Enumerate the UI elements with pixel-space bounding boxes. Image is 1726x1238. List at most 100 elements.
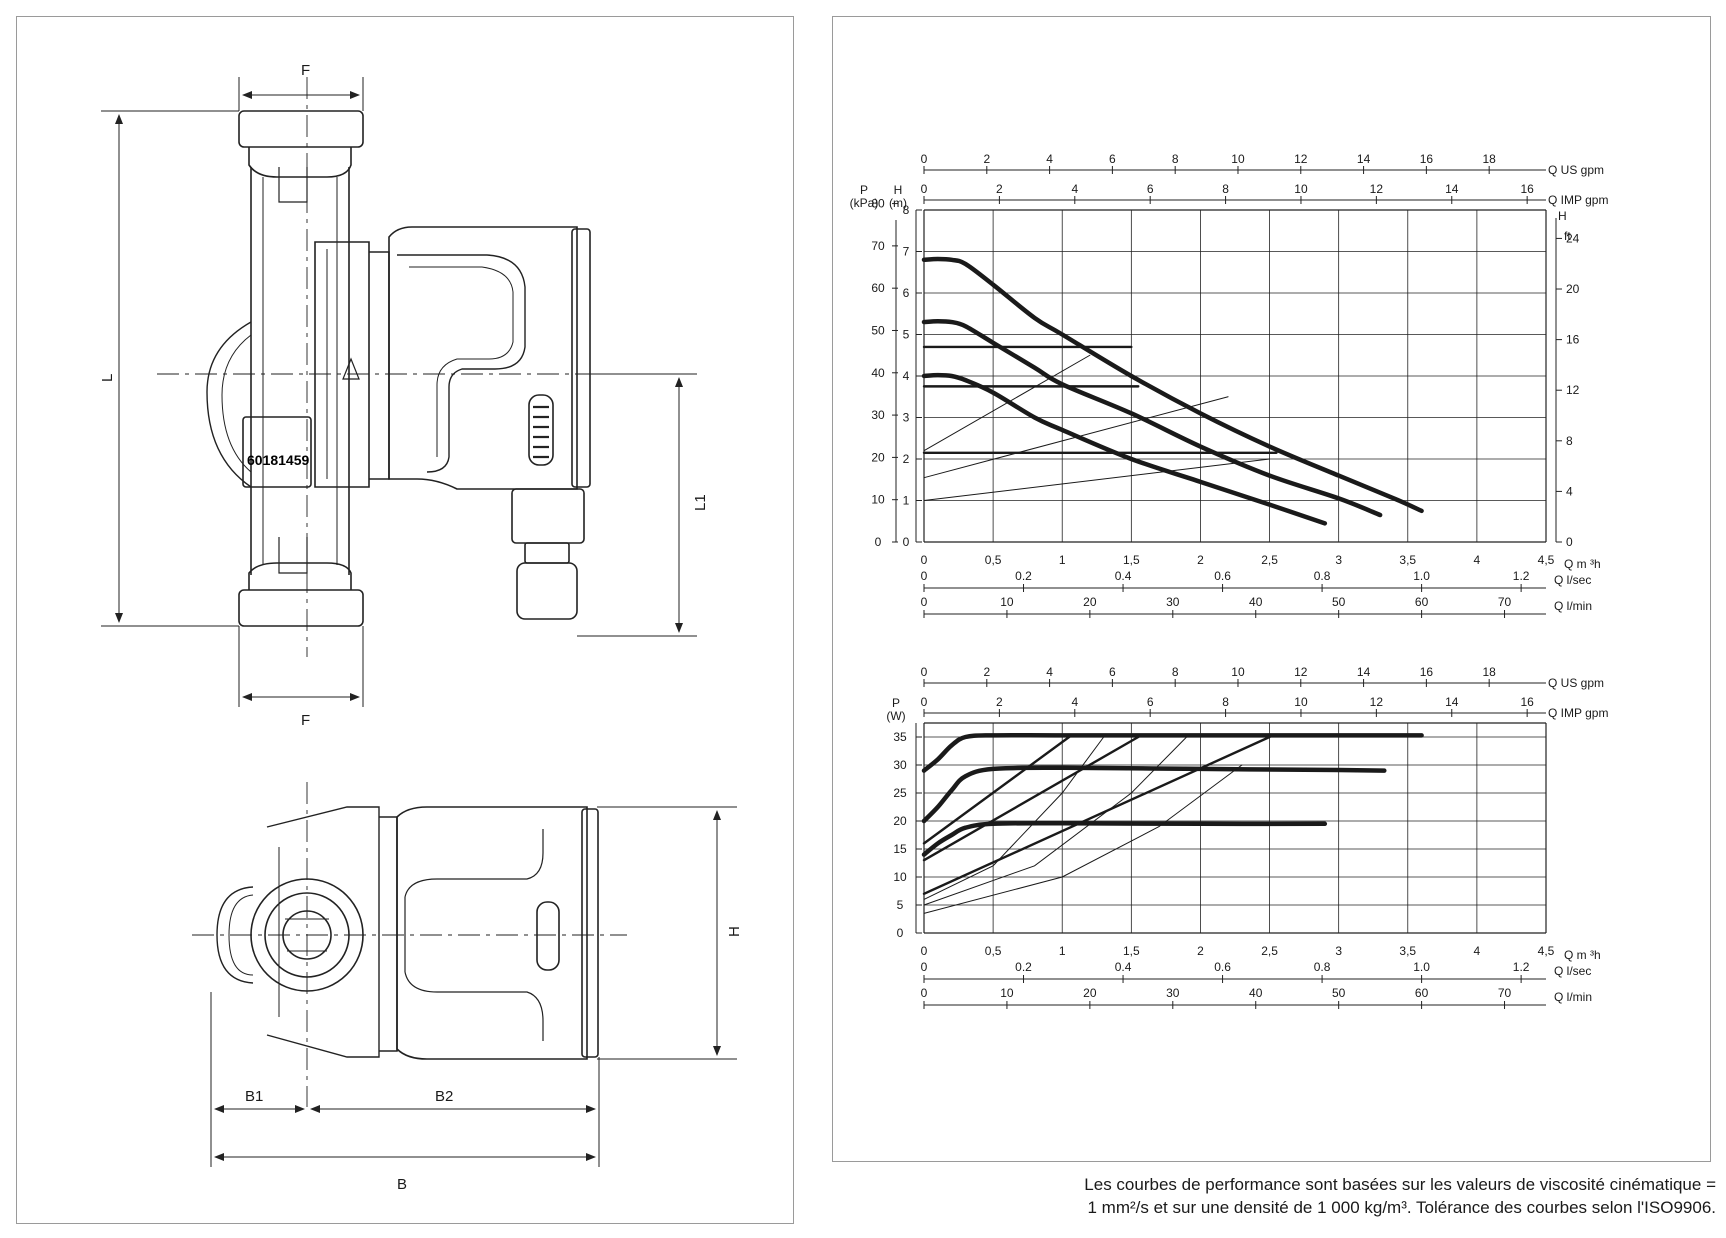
y-tick-label-kpa: 0 xyxy=(875,535,882,549)
scale-tick-label: 0.4 xyxy=(1115,569,1132,583)
caption-line-1: Les courbes de performance sont basées s… xyxy=(1084,1175,1716,1194)
y-tick-label-m: 3 xyxy=(903,411,910,425)
scale-tick-label: 1.0 xyxy=(1413,569,1430,583)
scale-tick-label: 14 xyxy=(1357,152,1371,166)
scale-tick-label: 50 xyxy=(1332,986,1346,1000)
scale-tick-label: 0.2 xyxy=(1015,960,1032,974)
pump-drawing: F F L L1 H B1 B2 B 60181459 xyxy=(99,62,743,1193)
series-line-proportional xyxy=(923,764,1243,914)
y-tick-label-ft: 24 xyxy=(1566,231,1580,245)
scale-tick-label: 0 xyxy=(921,960,928,974)
scale-tick-label: 8 xyxy=(1222,182,1229,196)
scale-label: Q l/min xyxy=(1554,990,1592,1004)
x-tick-label: 1 xyxy=(1059,553,1066,567)
dim-label-h: H xyxy=(726,926,743,937)
series-line-curve xyxy=(921,765,1387,824)
series-line-constant xyxy=(922,735,1271,895)
scale-tick-label: 10 xyxy=(1294,695,1308,709)
dim-label-l: L xyxy=(99,374,116,382)
scale-tick-label: 0 xyxy=(921,695,928,709)
scale-tick-label: 1.2 xyxy=(1513,569,1530,583)
scale-tick-label: 16 xyxy=(1420,665,1434,679)
scale-tick-label: 1.0 xyxy=(1413,960,1430,974)
scale-tick-label: 12 xyxy=(1294,665,1308,679)
part-number: 60181459 xyxy=(247,452,310,468)
x-axis-label: Q m ³h xyxy=(1564,948,1601,962)
dim-label-b: B xyxy=(397,1176,407,1193)
y-axis-label-h: H xyxy=(894,183,903,197)
scale-tick-label: 0 xyxy=(921,152,928,166)
scale-tick-label: 0 xyxy=(921,182,928,196)
scale-tick-label: 0.8 xyxy=(1314,960,1331,974)
x-tick-label: 1,5 xyxy=(1123,944,1140,958)
scale-tick-label: 8 xyxy=(1172,665,1179,679)
scale-tick-label: 4 xyxy=(1046,665,1053,679)
y-tick-label-w: 20 xyxy=(893,814,907,828)
y-tick-label-m: 4 xyxy=(903,369,910,383)
y-axis-label-h-ft: H xyxy=(1558,209,1567,223)
y-tick-label-kpa: 70 xyxy=(871,239,885,253)
y-tick-label-kpa: 80 xyxy=(871,197,885,211)
scale-tick-label: 60 xyxy=(1415,986,1429,1000)
y-tick-label-m: 5 xyxy=(903,328,910,342)
x-tick-label: 2,5 xyxy=(1261,553,1278,567)
caption: Les courbes de performance sont basées s… xyxy=(816,1173,1716,1219)
y-tick-label-w: 5 xyxy=(897,898,904,912)
y-tick-label-ft: 16 xyxy=(1566,333,1580,347)
y-tick-label-w: 35 xyxy=(893,730,907,744)
y-tick-label-kpa: 50 xyxy=(871,323,885,337)
y-tick-label-kpa: 40 xyxy=(871,366,885,380)
scale-tick-label: 8 xyxy=(1172,152,1179,166)
y-tick-label-w: 10 xyxy=(893,870,907,884)
bottom-flange xyxy=(238,589,364,627)
top-flange xyxy=(238,110,364,148)
scale-tick-label: 1.2 xyxy=(1513,960,1530,974)
control-window xyxy=(528,394,554,466)
y-axis-label-p: P xyxy=(860,183,868,197)
scale-tick-label: 12 xyxy=(1370,182,1384,196)
x-tick-label: 4 xyxy=(1474,944,1481,958)
scale-tick-label: 70 xyxy=(1498,595,1512,609)
series-line-proportional xyxy=(923,736,1105,900)
series-line-proportional xyxy=(923,458,1271,501)
scale-label: Q l/sec xyxy=(1554,573,1591,587)
scale-tick-label: 20 xyxy=(1083,595,1097,609)
y-tick-label-m: 0 xyxy=(903,535,910,549)
y-tick-label-kpa: 20 xyxy=(871,450,885,464)
y-tick-label-kpa: 30 xyxy=(871,408,885,422)
y-tick-label-kpa: 60 xyxy=(871,281,885,295)
series-line-curve xyxy=(921,318,1383,518)
scale-tick-label: 16 xyxy=(1520,695,1534,709)
y-tick-label-ft: 4 xyxy=(1566,484,1573,498)
scale-tick-label: 10 xyxy=(1000,595,1014,609)
y-tick-label-ft: 20 xyxy=(1566,282,1580,296)
scale-tick-label: 4 xyxy=(1046,152,1053,166)
scale-label: Q l/sec xyxy=(1554,964,1591,978)
scale-tick-label: 2 xyxy=(996,182,1003,196)
x-tick-label: 3 xyxy=(1335,553,1342,567)
scale-tick-label: 6 xyxy=(1109,152,1116,166)
x-tick-label: 1,5 xyxy=(1123,553,1140,567)
series-line-curve xyxy=(921,256,1424,514)
series-line-constant xyxy=(922,735,1140,862)
caption-line-2: 1 mm²/s et sur une densité de 1 000 kg/m… xyxy=(1087,1198,1717,1217)
x-tick-label: 4,5 xyxy=(1538,944,1555,958)
x-tick-label: 2 xyxy=(1197,944,1204,958)
x-tick-label: 4 xyxy=(1474,553,1481,567)
dim-label-f-top: F xyxy=(301,62,310,79)
scale-tick-label: 0.2 xyxy=(1015,569,1032,583)
scale-label: Q US gpm xyxy=(1548,676,1604,690)
scale-tick-label: 0.6 xyxy=(1214,960,1231,974)
motor-top-view xyxy=(396,806,588,1060)
flow-arrow xyxy=(342,357,360,380)
scale-tick-label: 2 xyxy=(996,695,1003,709)
cable-gland xyxy=(511,488,585,544)
scale-tick-label: 6 xyxy=(1109,665,1116,679)
x-axis-label: Q m ³h xyxy=(1564,557,1601,571)
scale-tick-label: 0.4 xyxy=(1115,960,1132,974)
scale-tick-label: 6 xyxy=(1147,695,1154,709)
scale-tick-label: 2 xyxy=(983,152,990,166)
dim-label-l1: L1 xyxy=(692,494,709,511)
